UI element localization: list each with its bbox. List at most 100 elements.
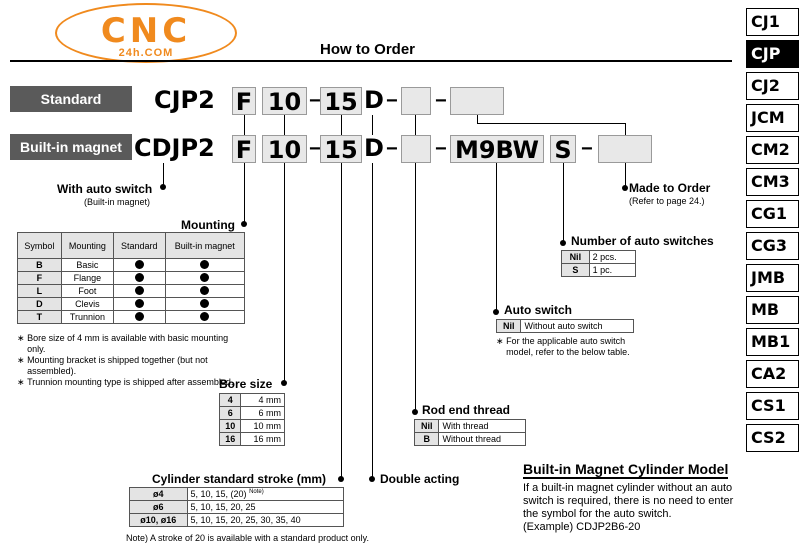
available-dot-icon [134, 259, 144, 269]
mounting-note: ∗ Mounting bracket is shipped together (… [17, 355, 208, 376]
tab-cs2[interactable]: CS2 [746, 424, 799, 452]
tab-jcm[interactable]: JCM [746, 104, 799, 132]
mounting-note: ∗ Bore size of 4 mm is available with ba… [17, 333, 229, 354]
builtin-availability [164, 271, 246, 285]
connector-line [372, 115, 373, 135]
leader-line [496, 163, 497, 312]
available-dot-icon [200, 285, 210, 295]
connector-line [284, 115, 285, 135]
row-note-mark: Note) [249, 489, 264, 495]
mounting-symbol: L [17, 284, 62, 298]
builtin-bore-code: 10 [262, 135, 307, 164]
model-example: (Example) CDJP2B6-20 [523, 521, 641, 533]
page-title: How to Order [320, 41, 416, 58]
builtin-availability [164, 297, 246, 311]
dash: − [309, 138, 321, 160]
tab-cj2[interactable]: CJ2 [746, 72, 799, 100]
tab-cm3[interactable]: CM3 [746, 168, 799, 196]
made-to-order-sub: (Refer to page 24.) [629, 196, 705, 206]
mounting-header-builtin: Built-in magnet [164, 232, 246, 259]
mounting-symbol: F [17, 271, 62, 285]
with-auto-switch-title: With auto switch [57, 182, 153, 196]
row-value: With thread [438, 419, 526, 433]
tab-cjp[interactable]: CJP [746, 40, 799, 68]
dash: − [386, 138, 398, 160]
auto-switch-title: Auto switch [504, 303, 572, 317]
leader-line [415, 163, 416, 412]
logo: CNC 24h.COM [55, 3, 237, 63]
auto-switch-note: ∗ For the applicable auto switch model, … [496, 336, 630, 357]
tab-cg1[interactable]: CG1 [746, 200, 799, 228]
connector-line [415, 115, 416, 135]
standard-mount-code: F [232, 87, 256, 116]
mounting-name: Clevis [60, 297, 115, 311]
available-dot-icon [200, 298, 210, 308]
row-key: S [561, 263, 590, 277]
mounting-symbol: T [17, 310, 62, 324]
stroke-title: Cylinder standard stroke (mm) [152, 472, 327, 486]
row-value: Without auto switch [520, 319, 634, 333]
builtin-made-to-order-box [598, 135, 652, 163]
standard-availability [113, 284, 166, 298]
builtin-mount-code: F [232, 135, 256, 164]
tab-ca2[interactable]: CA2 [746, 360, 799, 388]
connector-line [477, 115, 478, 123]
dash: − [309, 90, 321, 112]
tab-cj1[interactable]: CJ1 [746, 8, 799, 36]
tab-cg3[interactable]: CG3 [746, 232, 799, 260]
mounting-table: Symbol Mounting Standard Built-in magnet… [17, 232, 246, 324]
builtin-availability [164, 310, 246, 324]
leader-dot [241, 221, 247, 227]
standard-availability [113, 271, 166, 285]
tab-cs1[interactable]: CS1 [746, 392, 799, 420]
row-value: 5, 10, 15, (20) Note) [186, 487, 344, 501]
dash: − [581, 138, 593, 160]
title-rule [10, 60, 732, 62]
row-value: 5, 10, 15, 20, 25, 30, 35, 40 [186, 513, 344, 527]
rod-end-title: Rod end thread [422, 403, 511, 417]
leader-dot [369, 476, 375, 482]
tab-jmb[interactable]: JMB [746, 264, 799, 292]
leader-line [341, 163, 342, 479]
dash: − [435, 90, 447, 112]
leader-line [563, 163, 564, 243]
leader-dot [560, 240, 566, 246]
builtin-rod-end-box [401, 135, 431, 163]
model-text: If a built-in magnet cylinder without an… [523, 482, 748, 534]
leader-line [244, 163, 245, 223]
standard-action-code: D [364, 86, 384, 114]
num-switches-title: Number of auto switches [571, 234, 714, 248]
builtin-availability [164, 258, 246, 272]
row-value: 5, 10, 15, 20, 25 [186, 500, 344, 514]
tab-mb1[interactable]: MB1 [746, 328, 799, 356]
dash: − [435, 138, 447, 160]
mounting-name: Foot [60, 284, 115, 298]
leader-dot [160, 184, 166, 190]
bore-size-title: Bore size [219, 377, 273, 391]
standard-label: Standard [10, 86, 132, 112]
row-key: Nil [413, 419, 440, 433]
leader-line [284, 163, 285, 383]
row-value: 16 mm [240, 432, 285, 446]
tab-mb[interactable]: MB [746, 296, 799, 324]
tab-cm2[interactable]: CM2 [746, 136, 799, 164]
builtin-prefix: CDJP2 [134, 134, 215, 162]
mounting-note: ∗ Trunnion mounting type is shipped afte… [17, 377, 234, 387]
